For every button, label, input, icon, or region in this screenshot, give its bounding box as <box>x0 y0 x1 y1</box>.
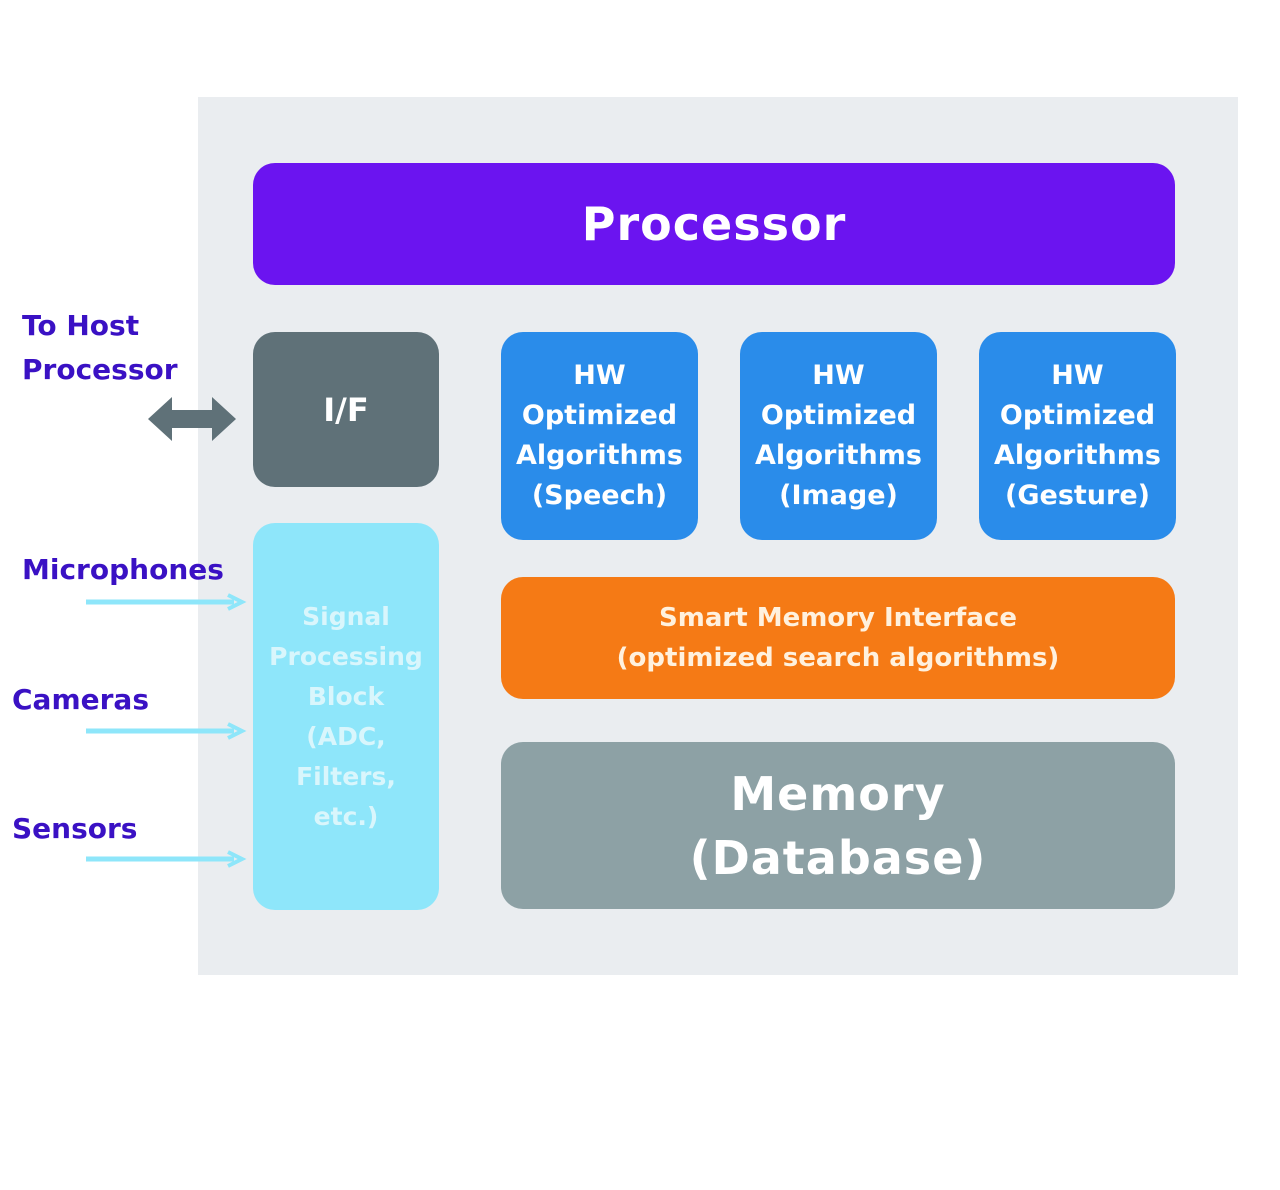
signal-processing-line: etc.) <box>313 801 379 831</box>
smart-memory-interface-block: Smart Memory Interface (optimized search… <box>501 577 1175 699</box>
signal-processing-line: Filters, <box>296 761 396 791</box>
host-label-line: Processor <box>22 353 178 386</box>
hw-line: Algorithms <box>755 440 922 471</box>
hw-line: Algorithms <box>994 440 1161 471</box>
signal-processing-line: Block <box>307 681 385 711</box>
cameras-label: Cameras <box>12 683 149 716</box>
interface-label: I/F <box>323 390 369 429</box>
smart-memory-subtitle: (optimized search algorithms) <box>616 643 1060 673</box>
hw-line: (Speech) <box>531 480 668 511</box>
hw-algorithms-gesture-block: HW Optimized Algorithms (Gesture) <box>979 332 1176 540</box>
hw-algorithms-image-block: HW Optimized Algorithms (Image) <box>740 332 937 540</box>
memory-subtitle: (Database) <box>689 830 987 885</box>
smart-memory-title: Smart Memory Interface <box>659 603 1017 633</box>
hw-line: (Gesture) <box>1005 480 1150 511</box>
memory-block: Memory (Database) <box>501 742 1175 909</box>
hw-algorithms-speech-block: HW Optimized Algorithms (Speech) <box>501 332 698 540</box>
signal-processing-line: (ADC, <box>306 721 386 751</box>
hw-line: Optimized <box>999 400 1156 431</box>
hw-line: HW <box>573 360 626 391</box>
hw-line: HW <box>1051 360 1104 391</box>
host-label-line: To Host <box>22 309 140 342</box>
microphones-arrow-icon <box>86 593 247 611</box>
interface-block: I/F <box>253 332 439 487</box>
hw-line: HW <box>812 360 865 391</box>
hw-line: Optimized <box>760 400 917 431</box>
processor-block: Processor <box>253 163 1175 285</box>
hw-line: Optimized <box>521 400 678 431</box>
processor-label: Processor <box>581 197 847 251</box>
bidirectional-arrow-icon <box>148 397 236 441</box>
hw-line: (Image) <box>779 480 898 511</box>
host-processor-label: To Host Processor <box>22 304 178 392</box>
cameras-arrow-icon <box>86 722 247 740</box>
signal-processing-block: Signal Processing Block (ADC, Filters, e… <box>253 523 439 910</box>
hw-line: Algorithms <box>516 440 683 471</box>
signal-processing-line: Processing <box>269 641 423 671</box>
memory-title: Memory <box>730 766 946 821</box>
sensors-label: Sensors <box>12 812 138 845</box>
microphones-label: Microphones <box>22 553 224 586</box>
signal-processing-line: Signal <box>302 601 390 631</box>
sensors-arrow-icon <box>86 850 247 868</box>
